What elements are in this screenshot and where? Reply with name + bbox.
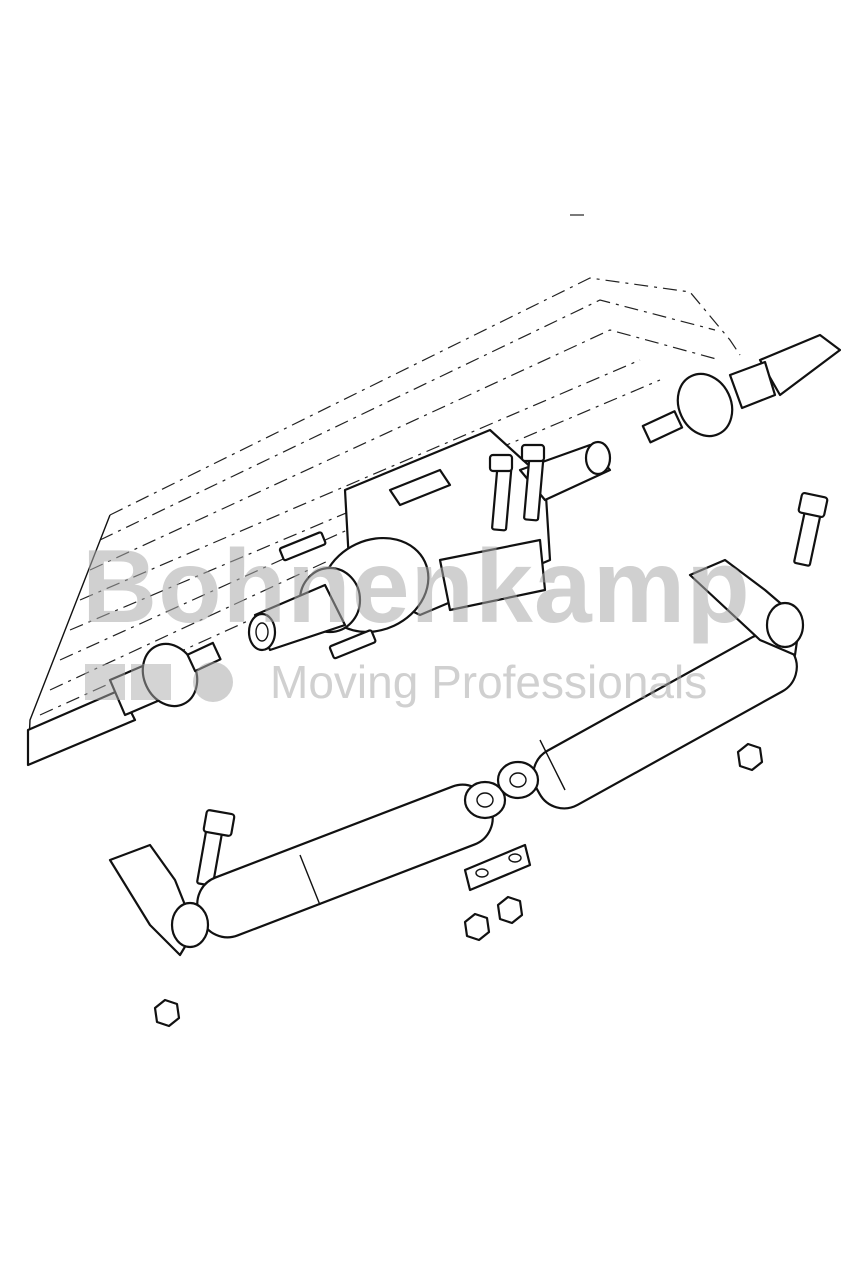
upper-steering-damper [496, 558, 805, 810]
lower-steering-damper [108, 780, 507, 957]
lock-nuts [153, 742, 764, 1028]
watermark-logo-icon [85, 662, 233, 702]
right-tie-rod [641, 333, 841, 444]
bolts [196, 443, 829, 887]
clamp-plate [463, 843, 532, 892]
